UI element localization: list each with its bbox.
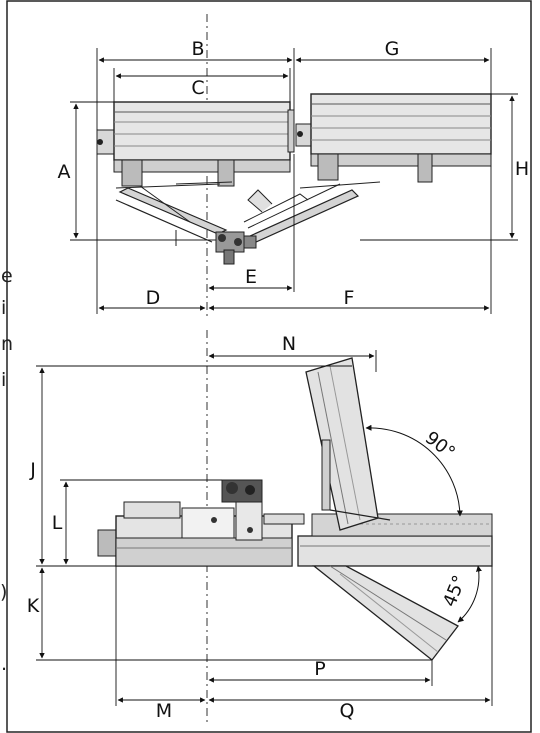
- angle-90-label: 90°: [421, 427, 459, 463]
- label-b: B: [191, 38, 204, 60]
- label-j: J: [29, 459, 36, 481]
- label-p: P: [314, 658, 325, 680]
- left-edge-text: e i n i ) .: [0, 265, 13, 675]
- label-a: A: [58, 161, 71, 183]
- rear-arm-raised-90: [305, 357, 391, 531]
- frame-border: [6, 0, 532, 733]
- label-h: H: [515, 158, 529, 180]
- label-e: E: [245, 266, 257, 288]
- edge-char-5: ): [0, 581, 7, 603]
- tractor-hitch-top: [215, 231, 257, 265]
- rear-arm-lowered-45: [312, 565, 459, 661]
- rear-view: [36, 330, 493, 725]
- label-c: C: [191, 77, 204, 99]
- angle-arcs: [365, 424, 482, 623]
- label-m: M: [156, 700, 172, 722]
- dimensions-rear: [36, 350, 493, 706]
- label-l: L: [52, 512, 63, 534]
- label-g: G: [385, 38, 400, 60]
- edge-char-2: i: [1, 297, 6, 319]
- edge-char-3: n: [1, 333, 13, 355]
- label-k: K: [27, 595, 40, 617]
- label-n: N: [282, 333, 296, 355]
- linkage-arms-top: [115, 181, 381, 246]
- angle-45-label: 45°: [439, 572, 470, 609]
- left-mower-deck: [96, 101, 295, 187]
- label-q: Q: [340, 700, 355, 722]
- rear-arm-horizontal: [297, 513, 493, 567]
- edge-char-1: e: [1, 265, 13, 287]
- edge-char-4: i: [1, 369, 6, 391]
- dimensions-top: [70, 48, 518, 314]
- label-d: D: [146, 287, 161, 309]
- top-view: [70, 14, 518, 320]
- right-mower-deck: [295, 93, 492, 183]
- edge-char-6: .: [1, 653, 7, 675]
- rear-main-body: [97, 479, 305, 567]
- label-f: F: [344, 287, 355, 309]
